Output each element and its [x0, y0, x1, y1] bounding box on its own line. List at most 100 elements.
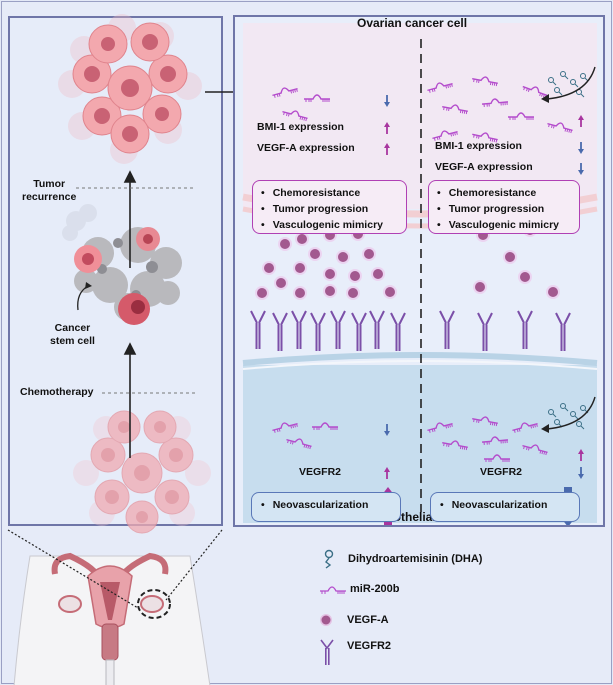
- vegfa-expression-label-dha: VEGF-A expression: [435, 161, 533, 173]
- vegfr2-label-control: VEGFR2: [299, 466, 342, 478]
- vegf-a-dot: [475, 282, 485, 292]
- tumor-recurrence-label-line1: Tumor: [33, 178, 66, 190]
- vegf-a-dot: [295, 263, 305, 273]
- mirna-icon: [320, 586, 346, 594]
- uterus-icon: [51, 552, 169, 685]
- recurrent-tumor-icon: [58, 14, 202, 164]
- up-arrow-icon: [384, 467, 390, 479]
- legend-label-mirna: miR-200b: [350, 583, 400, 595]
- chemotherapy-label: Chemotherapy: [20, 386, 94, 398]
- down-arrow-icon: [384, 95, 390, 107]
- mirna-icon: [427, 422, 453, 433]
- ovarian-cancer-cell-title: Ovarian cancer cell: [357, 16, 468, 30]
- mirna-icon: [304, 94, 330, 102]
- tumor-recurrence-label: Tumor recurrence: [22, 178, 76, 204]
- mirna-icon: [547, 122, 573, 134]
- vegf-a-dot: [520, 272, 530, 282]
- up-arrow-icon: [578, 115, 584, 127]
- outcome-item: Tumor progression: [437, 201, 579, 217]
- tumor-recurrence-label-line2: recurrence: [22, 191, 77, 203]
- legend-item-mirna: miR-200b: [320, 582, 400, 596]
- mirna-icon: [484, 454, 510, 462]
- legend-item-vegfa: VEGF-A: [320, 613, 389, 627]
- vegf-a-dot: [373, 269, 383, 279]
- dha-molecule-ring: [580, 73, 586, 79]
- zoom-line-right: [165, 529, 223, 601]
- mirna-icon: [522, 85, 548, 99]
- vegf-a-dot: [325, 269, 335, 279]
- mirna-icon: [442, 440, 468, 451]
- dha-entry-arrow-bottom: [546, 396, 596, 430]
- legend-label-dha: Dihydroartemisinin (DHA): [348, 553, 483, 565]
- mirna-icon: [427, 82, 453, 93]
- vegfr2-receptor: [250, 310, 266, 349]
- outcome-item: Tumor progression: [261, 201, 406, 217]
- vegf-a-dot: [276, 278, 286, 288]
- vegf-a-dot: [310, 249, 320, 259]
- dha-molecule-ring: [554, 87, 560, 93]
- chemo-treated-tumor-icon: [62, 204, 182, 325]
- dha-molecule-ring: [554, 419, 560, 425]
- primary-tumor-icon: [73, 410, 211, 534]
- dha-molecule-ring: [570, 79, 576, 85]
- neovascularization-box-dha: Neovascularization: [430, 492, 580, 522]
- zoom-line-left: [7, 529, 139, 609]
- dha-molecule-icon: [324, 549, 334, 569]
- vegf-a-dot: [264, 263, 274, 273]
- vegf-a-dot: [297, 234, 307, 244]
- vegfr2-receptor: [439, 310, 455, 349]
- mirna-icon: [481, 436, 509, 445]
- cancer-stem-cell-label-line1: Cancer: [54, 322, 91, 334]
- up-arrow-icon: [384, 143, 390, 155]
- mirna-icon: [286, 438, 312, 450]
- dha-molecule-ring: [548, 77, 554, 83]
- vegfr2-receptor: [555, 312, 571, 351]
- down-arrow-icon: [578, 163, 584, 175]
- cancer-stem-cell-label: Cancer stem cell: [50, 322, 95, 348]
- mirna-icon: [481, 98, 509, 107]
- mirna-icon: [472, 416, 498, 427]
- vegfr2-receptor: [351, 312, 367, 351]
- vegf-a-dot: [364, 249, 374, 259]
- neovascularization-label-dha: Neovascularization: [440, 499, 548, 511]
- vegfr2-receptor: [517, 310, 533, 349]
- vegf-a-dot: [350, 271, 360, 281]
- vegfr2-receptor: [310, 312, 326, 351]
- legend-label-vegfa: VEGF-A: [347, 614, 389, 626]
- mirna-icon: [272, 422, 298, 433]
- dha-molecule-ring: [560, 71, 566, 77]
- down-arrow-icon: [578, 467, 584, 479]
- tumor-progression-graphic: [58, 14, 211, 534]
- dha-molecule-ring: [570, 411, 576, 417]
- vegfr2-label-dha: VEGFR2: [480, 466, 523, 478]
- vegf-a-dot: [295, 288, 305, 298]
- mirna-icon: [432, 130, 458, 141]
- legend-label-vegfr2: VEGFR2: [347, 640, 392, 652]
- mirna-icon: [508, 112, 534, 120]
- vegfa-expression-label-control: VEGF-A expression: [257, 142, 355, 154]
- up-arrow-icon: [384, 122, 390, 134]
- outcome-item: Chemoresistance: [261, 185, 406, 201]
- dha-molecule-cluster-top: [548, 71, 589, 98]
- ovarian-cancer-cell-region: [243, 23, 597, 209]
- vegfr2-receptor: [272, 312, 288, 351]
- mirna-icon: [272, 87, 298, 98]
- vegf-a-dot: [280, 239, 290, 249]
- bmi1-expression-label-control: BMI-1 expression: [257, 121, 344, 133]
- dha-molecule-ring: [580, 405, 586, 411]
- legend-item-dha: Dihydroartemisinin (DHA): [320, 549, 482, 569]
- vegf-a-dot: [257, 288, 267, 298]
- down-arrow-icon: [384, 424, 390, 436]
- vegf-a-dot: [505, 252, 515, 262]
- vegfr2-receptor-icon: [320, 639, 334, 665]
- dha-entry-arrow-top: [546, 66, 596, 100]
- mirna-icon: [512, 422, 538, 433]
- mirna-icon: [472, 132, 498, 143]
- vegf-a-dot-icon: [320, 614, 332, 626]
- vegf-a-dot: [385, 287, 395, 297]
- outcome-item: Vasculogenic mimicry: [437, 217, 579, 233]
- vegfr2-receptor: [330, 310, 346, 349]
- cancer-stem-cell-label-line2: stem cell: [50, 335, 95, 347]
- vegfr2-receptor: [390, 312, 406, 351]
- progression-arrow-lower: [123, 342, 137, 458]
